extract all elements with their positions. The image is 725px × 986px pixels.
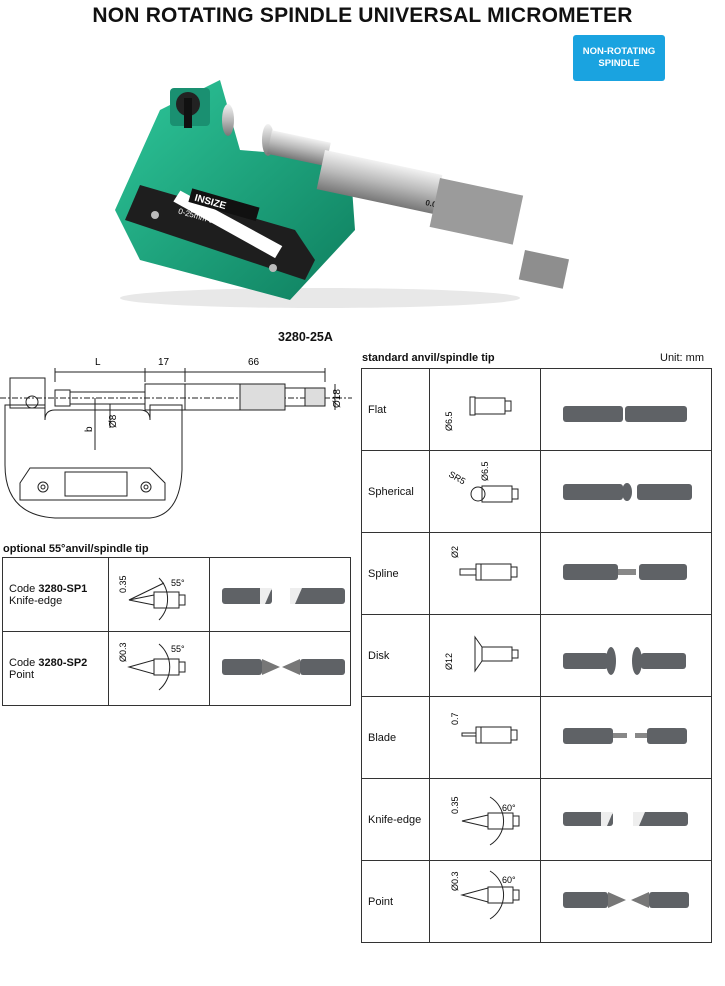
- tip-drawing-cell: 55° Ø0.3: [108, 631, 210, 706]
- table-row: Knife-edge 60° 0.35: [361, 778, 712, 861]
- tip-name: Point: [361, 860, 430, 943]
- point-tip-photo: [222, 659, 345, 675]
- tip-photo-cell: [540, 614, 712, 697]
- svg-text:60°: 60°: [502, 803, 516, 813]
- tip-photo-cell: [209, 631, 351, 706]
- svg-text:Ø0.3: Ø0.3: [450, 871, 460, 891]
- knife-edge-tip-drawing: 55° 0.35: [118, 575, 186, 621]
- svg-text:Ø12: Ø12: [444, 653, 454, 670]
- tip-name: Spline: [361, 532, 430, 615]
- non-rotating-badge: NON-ROTATING SPINDLE: [573, 35, 665, 81]
- point-tip-drawing: 55° Ø0.3: [118, 642, 186, 691]
- frame-insulator: [125, 185, 315, 280]
- optional-code-cell: Code 3280-SP1 Knife-edge: [2, 557, 109, 632]
- tip-name: Flat: [361, 368, 430, 451]
- svg-text:SR5: SR5: [447, 469, 467, 486]
- dim-66: 66: [248, 357, 260, 368]
- tip-name: Disk: [361, 614, 430, 697]
- page-title: NON ROTATING SPINDLE UNIVERSAL MICROMETE…: [92, 4, 633, 27]
- tip-name: Spherical: [361, 450, 430, 533]
- model-number: 3280-25A: [278, 330, 333, 344]
- tip-photo-cell: [540, 450, 712, 533]
- table-row: Code 3280-SP1 Knife-edge 55° 0.35: [2, 557, 351, 632]
- dim-d8: Ø8: [108, 414, 119, 428]
- tip-name: Blade: [361, 696, 430, 779]
- tip-drawing-cell: SR5 Ø6.5: [429, 450, 541, 533]
- tip-photo-cell: [209, 557, 351, 632]
- table-row: Disk Ø12: [361, 614, 712, 697]
- dim-17: 17: [158, 357, 170, 368]
- table-row: Spherical SR5 Ø6.5: [361, 450, 712, 533]
- tip-name: Knife-edge: [361, 778, 430, 861]
- tip-drawing-cell: 0.7: [429, 696, 541, 779]
- dim-b: b: [84, 426, 95, 432]
- table-row: Flat Ø6.5: [361, 368, 712, 451]
- tip-drawing-cell: Ø12: [429, 614, 541, 697]
- tip-drawing-cell: 60° Ø0.3: [429, 860, 541, 943]
- dimension-drawing: L 17 66 Ø18 Ø8 b: [0, 357, 352, 519]
- svg-text:0.7: 0.7: [450, 712, 460, 725]
- tip-name: Point: [9, 668, 35, 681]
- svg-text:Ø6.5: Ø6.5: [444, 411, 454, 431]
- optional-section-title: optional 55°anvil/spindle tip: [3, 543, 149, 555]
- table-row: Blade 0.7: [361, 696, 712, 779]
- tip-drawing-cell: 60° 0.35: [429, 778, 541, 861]
- tip-drawing-cell: 55° 0.35: [108, 557, 210, 632]
- table-row: Spline Ø2: [361, 532, 712, 615]
- tip-name: Knife-edge: [9, 594, 63, 607]
- svg-text:55°: 55°: [171, 644, 185, 654]
- tip-drawing-cell: Ø6.5: [429, 368, 541, 451]
- tip-photo-cell: [540, 368, 712, 451]
- table-row: Code 3280-SP2 Point 55° Ø0.3: [2, 631, 351, 706]
- standard-table: Flat Ø6.5 Spherical SR5 Ø6.5 Spline Ø2 Di…: [361, 368, 712, 943]
- svg-text:0.35: 0.35: [450, 796, 460, 814]
- svg-text:0.35: 0.35: [118, 575, 128, 593]
- micrometer-photo: INSIZE 0-25mm 0.01mm 0.01mm: [115, 80, 570, 308]
- svg-text:60°: 60°: [502, 875, 516, 885]
- tip-photo-cell: [540, 696, 712, 779]
- svg-text:Ø6.5: Ø6.5: [480, 461, 490, 481]
- dim-d18: Ø18: [332, 389, 343, 408]
- svg-text:Ø0.3: Ø0.3: [118, 642, 128, 662]
- svg-text:55°: 55°: [171, 578, 185, 588]
- table-row: Point 60° Ø0.3: [361, 860, 712, 943]
- thimble: [429, 177, 524, 245]
- dim-l: L: [95, 357, 101, 368]
- knife-edge-tip-photo: [222, 588, 345, 604]
- tip-drawing-cell: Ø2: [429, 532, 541, 615]
- tip-photo-cell: [540, 778, 712, 861]
- svg-text:Ø2: Ø2: [450, 546, 460, 558]
- optional-code-cell: Code 3280-SP2 Point: [2, 631, 109, 706]
- tip-photo-cell: [540, 532, 712, 615]
- tip-photo-cell: [540, 860, 712, 943]
- code-3280-sp1: 3280-SP1: [38, 582, 88, 595]
- unit-label: Unit: mm: [660, 352, 704, 364]
- standard-section-title: standard anvil/spindle tip: [362, 352, 495, 364]
- code-3280-sp2: 3280-SP2: [38, 656, 88, 669]
- optional-table: Code 3280-SP1 Knife-edge 55° 0.35 Code 3…: [2, 557, 351, 706]
